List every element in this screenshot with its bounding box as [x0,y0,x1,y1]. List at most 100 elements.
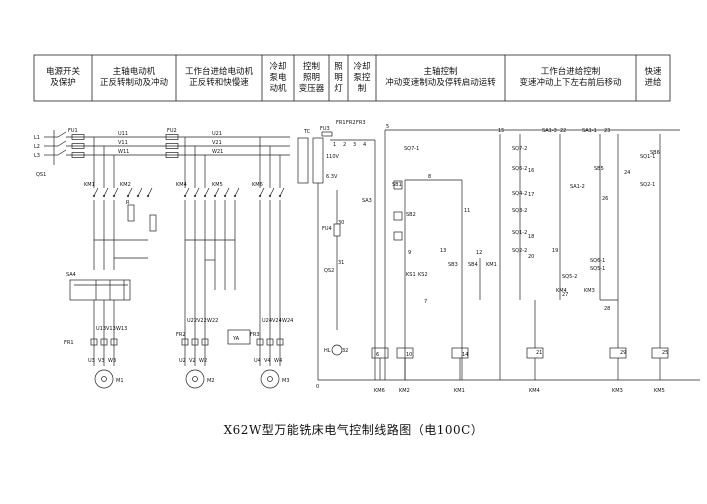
phase-label: V21 [212,140,222,146]
node-label: 25 [662,350,668,356]
voltage-label: 110V [326,154,340,160]
lead-label: V13 [106,326,116,332]
km2-label: KM2 [120,182,131,188]
km1-contact-label: KM1 [486,262,497,268]
contact-node [112,194,116,198]
resistor [127,204,135,222]
km6-contact [259,187,265,197]
contact-node [258,194,262,198]
phase-label: W21 [212,149,223,155]
lead-label: V24 [272,318,282,324]
node-label: 4 [363,142,366,148]
travel-switch-label: SQ5-1 [590,266,605,272]
lead-label: U24 [262,318,272,324]
sb1-label: SB1 [392,182,402,188]
node-label: 3 [353,142,356,148]
km3-contact [204,187,210,197]
contact-node [92,194,96,198]
fr2-label: FR2 [176,332,186,338]
fu2-label: FU2 [167,128,177,134]
sa12-label: SA1-2 [570,184,585,190]
motor-label: M2 [207,378,215,384]
lamp-hl [331,344,343,356]
tc-primary [297,137,309,184]
fr3-label: FR3 [250,332,260,338]
header-column-3: 工作台进给电动机 正反转和快慢速 [184,67,253,88]
travel-switch-label: SQ6-2 [512,166,527,172]
node-label: 6 [376,352,379,358]
ya-label: YA [232,336,240,342]
km1-contact [93,187,99,197]
travel-switch-label: SQ2-2 [512,248,527,254]
spindle-motor [94,369,114,389]
contact-node [183,194,187,198]
header-column-8: 主轴控制 冲动变速制动及停转启动运转 [385,67,496,88]
phase-label: U11 [118,131,128,137]
sa11-label: SA1-1 [582,128,597,134]
km2-contact [147,187,153,197]
header-column-4: 冷却 泵电 动机 [269,61,287,94]
node-label: 17 [528,192,534,198]
sb5-label: SB5 [594,166,604,172]
ks1-label: KS1 [406,272,416,278]
header-column-9: 工作台进给控制 变速冲动上下左右前后移动 [519,67,622,88]
qs1-label: QS1 [36,172,46,178]
voltage-label: 6.3V [326,174,338,180]
node-label: 9 [408,250,411,256]
qs1-blade [57,131,67,138]
ground-rail [317,183,700,381]
sa13-label: SA1-3 [542,128,557,134]
terminal-label: W4 [274,358,282,364]
lead-label: W22 [207,318,218,324]
fu3 [321,131,333,137]
sa3-label: SA3 [362,198,372,204]
motor-core [267,376,273,382]
ks2-label: KS2 [418,272,428,278]
contact-node [213,194,217,198]
fr-contact-label: FR2 [346,120,356,126]
km1-contact [113,187,119,197]
node-label: 15 [498,128,504,134]
line-label: L1 [34,135,40,141]
contact-node [203,194,207,198]
phase-label: U21 [212,131,222,137]
sa4-label: SA4 [66,272,76,278]
travel-switch-label: SQ4-2 [512,191,527,197]
fr-contact-label: FR3 [356,120,366,126]
header-column-2: 主轴电动机 正反转制动及冲动 [99,67,168,88]
contact-node [146,194,150,198]
contact-node [233,194,237,198]
sb4-label: SB4 [468,262,478,268]
node-label: 32 [342,348,348,354]
header-column-7: 冷却 泵控 制 [353,61,371,94]
button-box [393,231,403,241]
km2-contact [127,187,133,197]
km4-contact [224,187,230,197]
phase-label: V11 [118,140,128,146]
line-label: L3 [34,153,40,159]
lead-label: U13 [96,326,106,332]
header-column-10: 快速 进给 [644,67,662,88]
node-label: 29 [620,350,626,356]
coil-label: KM3 [612,388,623,394]
coil-label: KM5 [654,388,665,394]
contact-node [136,194,140,198]
motor-label: M3 [282,378,290,384]
motor-label: M1 [116,378,124,384]
node-label: 10 [406,352,412,358]
km1-label: KM1 [84,182,95,188]
node-label: 24 [624,170,630,176]
qs1-blade [57,149,67,156]
coil-label: KM2 [399,388,410,394]
km6-label: KM6 [252,182,263,188]
resistor [149,214,157,232]
terminal-label: U4 [254,358,261,364]
km6-contact [269,187,275,197]
sb6-label: SB6 [650,150,660,156]
coil-label: KM6 [374,388,385,394]
fuse-fu2 [165,134,179,140]
node-label: 11 [464,208,470,214]
fuse-fu1 [71,143,85,149]
node-label: 21 [536,350,542,356]
